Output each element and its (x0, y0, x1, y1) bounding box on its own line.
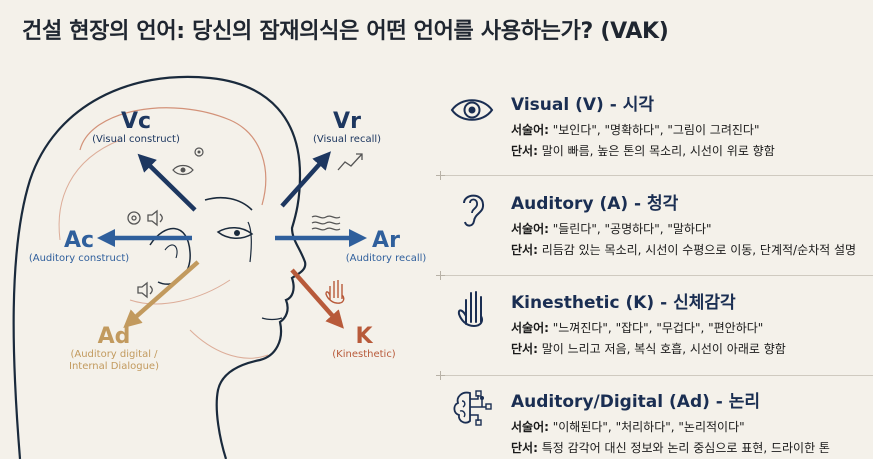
section-visual-predicates: 서술어: "보인다", "명확하다", "그림이 그려진다" (511, 123, 760, 137)
section-auditory-digital-predicates: 서술어: "이해된다", "처리하다", "논리적이다" (511, 420, 745, 434)
gear-small-icon (194, 147, 204, 157)
label-ad-sub2: Internal Dialogue) (69, 361, 159, 372)
section-auditory-predicates: 서술어: "들린다", "공명하다", "말하다" (511, 222, 712, 236)
section-visual-heading: Visual (V) - 시각 (511, 95, 654, 115)
divider-mark (436, 171, 445, 180)
label-ad-sub1: (Auditory digital / (70, 349, 158, 360)
label-ad: Ad (Auditory digital / Internal Dialogue… (56, 325, 172, 373)
label-k-code: K (355, 324, 373, 349)
eye-small-icon (172, 164, 194, 176)
label-ac-sub: (Auditory construct) (28, 253, 130, 264)
section-auditory-digital-heading: Auditory/Digital (Ad) - 논리 (511, 392, 761, 412)
label-vr-sub: (Visual recall) (312, 134, 382, 145)
label-ar-sub: (Auditory recall) (345, 253, 427, 264)
arrow-k (290, 268, 344, 329)
label-ar-code: Ar (372, 228, 400, 253)
label-vr: Vr (Visual recall) (302, 110, 392, 146)
arrow-vc (137, 153, 197, 212)
divider (440, 175, 873, 176)
divider-mark (436, 371, 445, 380)
label-vc-code: Vc (120, 109, 152, 134)
sound-wave-icon (311, 215, 341, 231)
label-ar: Ar (Auditory recall) (338, 229, 434, 265)
hand-icon (457, 291, 484, 328)
label-vc-sub: (Visual construct) (92, 134, 180, 145)
label-k-sub: (Kinesthetic) (332, 349, 396, 360)
label-ad-code: Ad (97, 324, 131, 349)
speaker-small-icon (137, 281, 153, 299)
gear-speaker-icon (127, 209, 163, 227)
hand-small-icon (325, 280, 345, 304)
label-k: K (Kinesthetic) (328, 325, 400, 361)
section-auditory-digital-cues: 단서: 특정 감각어 대신 정보와 논리 중심으로 표현, 드라이한 톤 (511, 441, 830, 455)
page-title: 건설 현장의 언어: 당신의 잠재의식은 어떤 언어를 사용하는가? (VAK) (22, 19, 669, 44)
brain-circuit-icon (453, 390, 492, 426)
eye-icon (450, 99, 494, 121)
head-silhouette (12, 75, 307, 459)
arrow-vr (280, 151, 332, 208)
section-kinesthetic-heading: Kinesthetic (K) - 신체감각 (511, 293, 736, 313)
label-vc: Vc (Visual construct) (84, 110, 188, 146)
label-ac: Ac (Auditory construct) (20, 229, 138, 265)
section-auditory-cues: 단서: 리듬감 있는 목소리, 시선이 수평으로 이동, 단계적/순차적 설명 (511, 243, 857, 257)
ear-icon (463, 194, 485, 227)
section-visual-cues: 단서: 말이 빠름, 높은 톤의 목소리, 시선이 위로 향함 (511, 144, 775, 158)
divider (440, 275, 873, 276)
label-ac-code: Ac (63, 228, 95, 253)
arrow-ad (123, 260, 200, 328)
label-vr-code: Vr (333, 109, 361, 134)
divider-mark (436, 271, 445, 280)
section-auditory-heading: Auditory (A) - 청각 (511, 194, 679, 214)
section-kinesthetic-predicates: 서술어: "느껴진다", "잡다", "무겁다", "편안하다" (511, 321, 764, 335)
divider (440, 375, 873, 376)
section-kinesthetic-cues: 단서: 말이 느리고 저음, 복식 호흡, 시선이 아래로 향함 (511, 342, 786, 356)
trend-chart-icon (337, 153, 363, 171)
